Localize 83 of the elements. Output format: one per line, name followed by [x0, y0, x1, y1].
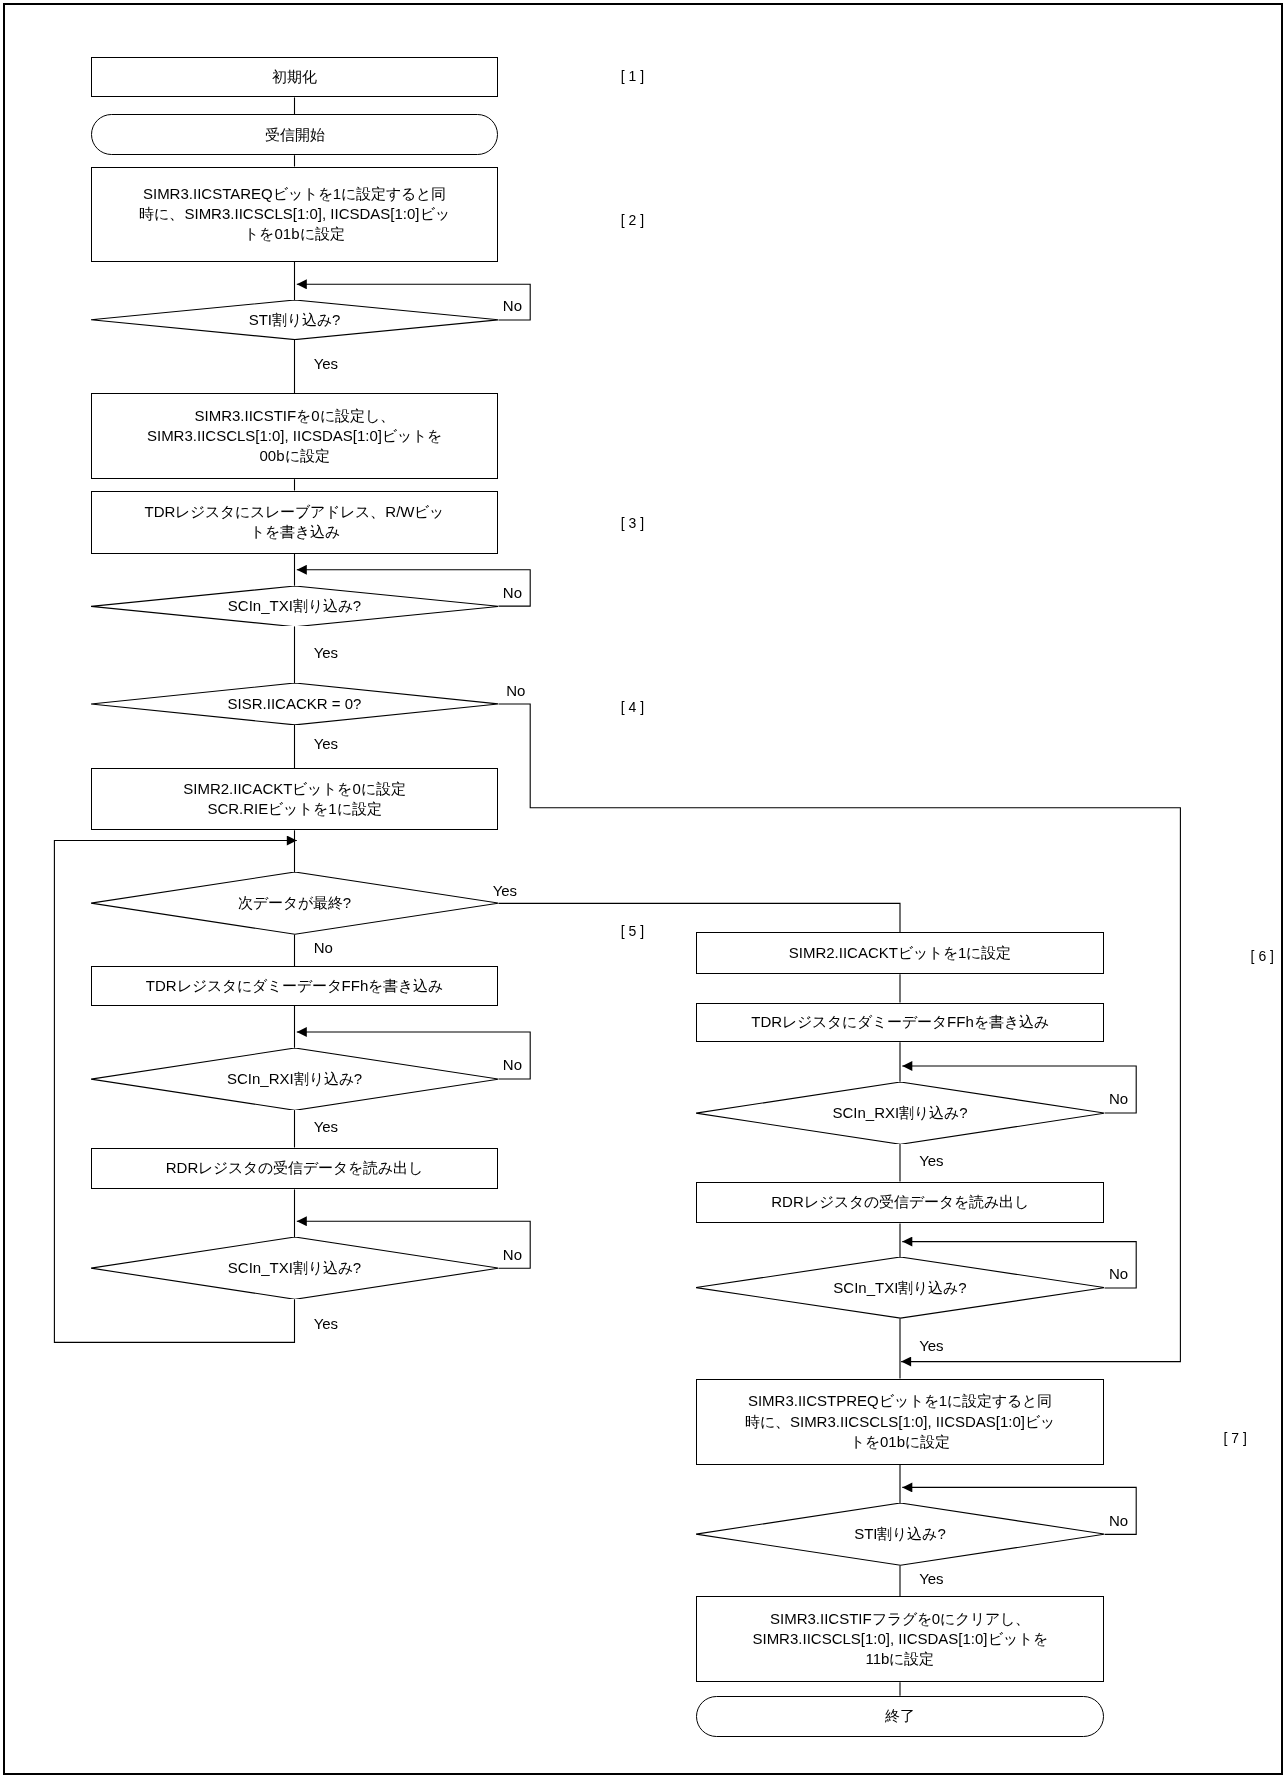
connector-line: [899, 1222, 901, 1258]
process-box: [90, 393, 499, 480]
step-text: SIMR3.IICSTAREQビットを1に設定すると同時に、SIMR3.IICSCLS[1:0], IICSDAS[1:0]ビットを01bに設定: [138, 183, 451, 245]
loop-arrow: [296, 1027, 531, 1080]
step-number: [ 6 ]: [1250, 948, 1274, 965]
process-box: [695, 1002, 1105, 1043]
loop-arrow: [901, 1061, 1137, 1114]
step-text: TDRレジスタにスレーブアドレス、R/Wビットを書き込み: [143, 501, 446, 543]
decision-diamond: [90, 585, 499, 627]
decision-diamond: [90, 1237, 499, 1300]
process-box: [90, 768, 499, 831]
connector-line: [293, 724, 296, 769]
step-text: SIMR2.IICACKTビットを0に設定: [183, 778, 406, 799]
step-text: SIMR3.IICSTIFフラグを0にクリアし、SIMR3.IICSCLS[1:0], IICSDAS[1:0]ビットを11bに設定: [751, 1608, 1049, 1670]
connector-line: [293, 154, 296, 168]
connector-line: [293, 934, 296, 967]
step-text: RDRレジスタの受信データを読み出し: [165, 1158, 424, 1179]
process-box: [90, 490, 499, 554]
process-box: [90, 1147, 499, 1190]
step-text: SCIn_TXI割り込み?: [833, 1277, 967, 1298]
loop-arrow: [901, 1236, 1137, 1289]
step-text: SCR.RIEビットを1に設定: [207, 799, 382, 820]
step-number: [ 2 ]: [620, 211, 645, 228]
step-number: [ 3 ]: [620, 515, 645, 532]
step-text: STI割り込み?: [854, 1524, 946, 1545]
process-box: [695, 932, 1105, 975]
loop-arrow: [296, 564, 531, 607]
connector-line: [899, 1564, 901, 1597]
connector-line: [293, 261, 296, 301]
connector-line: [293, 478, 296, 492]
decision-diamond: [90, 300, 499, 340]
terminal-box: [90, 114, 499, 156]
connector-line: [293, 829, 296, 873]
step-text: 次データが最終?: [237, 893, 352, 914]
step-text: 初期化: [272, 66, 317, 87]
step-number: [ 4 ]: [620, 698, 645, 715]
process-box: [695, 1181, 1105, 1224]
process-box: [695, 1378, 1105, 1465]
step-text: SCIn_RXI割り込み?: [227, 1068, 363, 1089]
loop-arrow: [901, 1482, 1137, 1535]
arrow: [53, 835, 298, 1343]
connector-line: [899, 1464, 901, 1504]
step-text: 終了: [885, 1706, 915, 1727]
connector-line: [293, 339, 296, 394]
step-text: RDRレジスタの受信データを読み出し: [771, 1192, 1029, 1213]
process-box: [90, 966, 499, 1006]
connector-line: [899, 1143, 901, 1183]
step-text: SIMR3.IICSTPREQビットを1に設定すると同時に、SIMR3.IICSCLS[1:0], IICSDAS[1:0]ビットを01bに設定: [743, 1391, 1057, 1452]
connector-line: [899, 1681, 901, 1697]
connector-line: [293, 625, 296, 684]
decision-diamond: [695, 1257, 1105, 1319]
connector-line: [293, 1188, 296, 1238]
step-text: TDRレジスタにダミーデータFFhを書き込み: [145, 975, 444, 996]
connector-line: [293, 1005, 296, 1049]
connector-line: [497, 902, 901, 933]
loop-arrow: [296, 1216, 531, 1269]
process-box: [695, 1596, 1105, 1683]
connector-line: [899, 973, 901, 1004]
step-text: SCIn_TXI割り込み?: [227, 595, 362, 616]
step-number: [ 1 ]: [620, 67, 645, 84]
step-text: SCIn_RXI割り込み?: [832, 1102, 968, 1123]
step-text: SIMR3.IICSTIFを0に設定し、SIMR3.IICSCLS[1:0], IICSDAS[1:0]ビットを00bに設定: [145, 405, 444, 467]
step-text: SIMR2.IICACKTビットを1に設定: [788, 943, 1012, 964]
arrow: [497, 703, 1181, 1367]
decision-diamond: [695, 1081, 1105, 1145]
decision-diamond: [90, 1047, 499, 1111]
process-box: [90, 166, 499, 262]
step-text: 受信開始: [264, 124, 325, 145]
terminal-box: [695, 1695, 1105, 1737]
process-box: [90, 56, 499, 98]
decision-diamond: [90, 683, 499, 725]
step-number: [ 7 ]: [1223, 1429, 1247, 1446]
step-number: [ 5 ]: [620, 923, 645, 940]
step-text: STI割り込み?: [248, 309, 341, 330]
connector-line: [293, 553, 296, 587]
connector-line: [899, 1318, 901, 1380]
step-text: TDRレジスタにダミーデータFFhを書き込み: [751, 1012, 1049, 1033]
loop-arrow: [296, 279, 531, 321]
decision-diamond: [695, 1503, 1105, 1566]
step-text: SCIn_TXI割り込み?: [227, 1258, 362, 1279]
connector-line: [899, 1041, 901, 1083]
step-text: SISR.IICACKR = 0?: [227, 693, 362, 714]
connector-line: [293, 1109, 296, 1149]
